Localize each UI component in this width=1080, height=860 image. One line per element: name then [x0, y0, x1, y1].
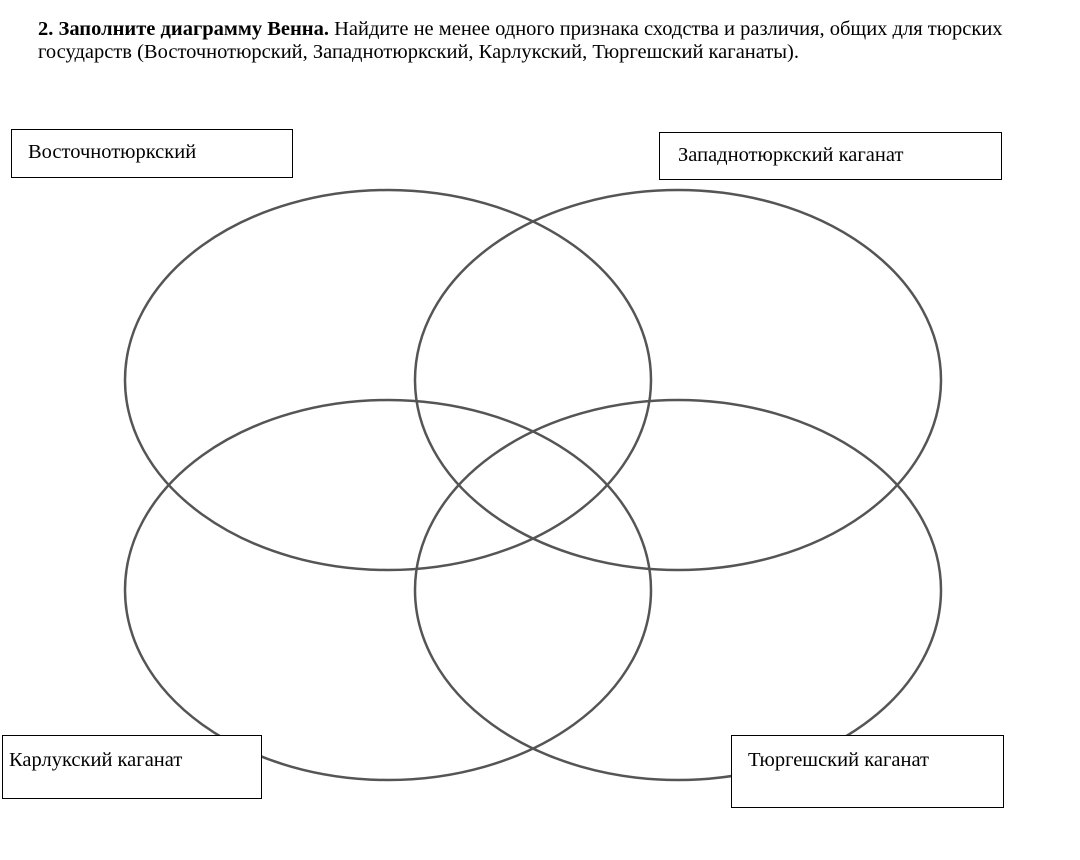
task-body: Найдите не менее одного признака сходств… — [38, 18, 1003, 63]
label-box-karluk: Карлукский каганат — [2, 735, 262, 799]
task-instructions: 2. Заполните диаграмму Венна. Найдите не… — [38, 18, 1068, 64]
venn-ellipse-bottom-right — [413, 398, 943, 782]
label-box-turgesh: Тюргешский каганат — [731, 735, 1004, 808]
venn-ellipse-bottom-left — [123, 398, 653, 782]
label-box-west-turkic: Западнотюркский каганат — [659, 132, 1002, 180]
task-title: 2. Заполните диаграмму Венна. — [38, 18, 329, 40]
venn-ellipse-top-right — [413, 188, 943, 572]
venn-ellipse-top-left — [123, 188, 653, 572]
label-box-east-turkic: Восточнотюркский — [11, 129, 293, 178]
